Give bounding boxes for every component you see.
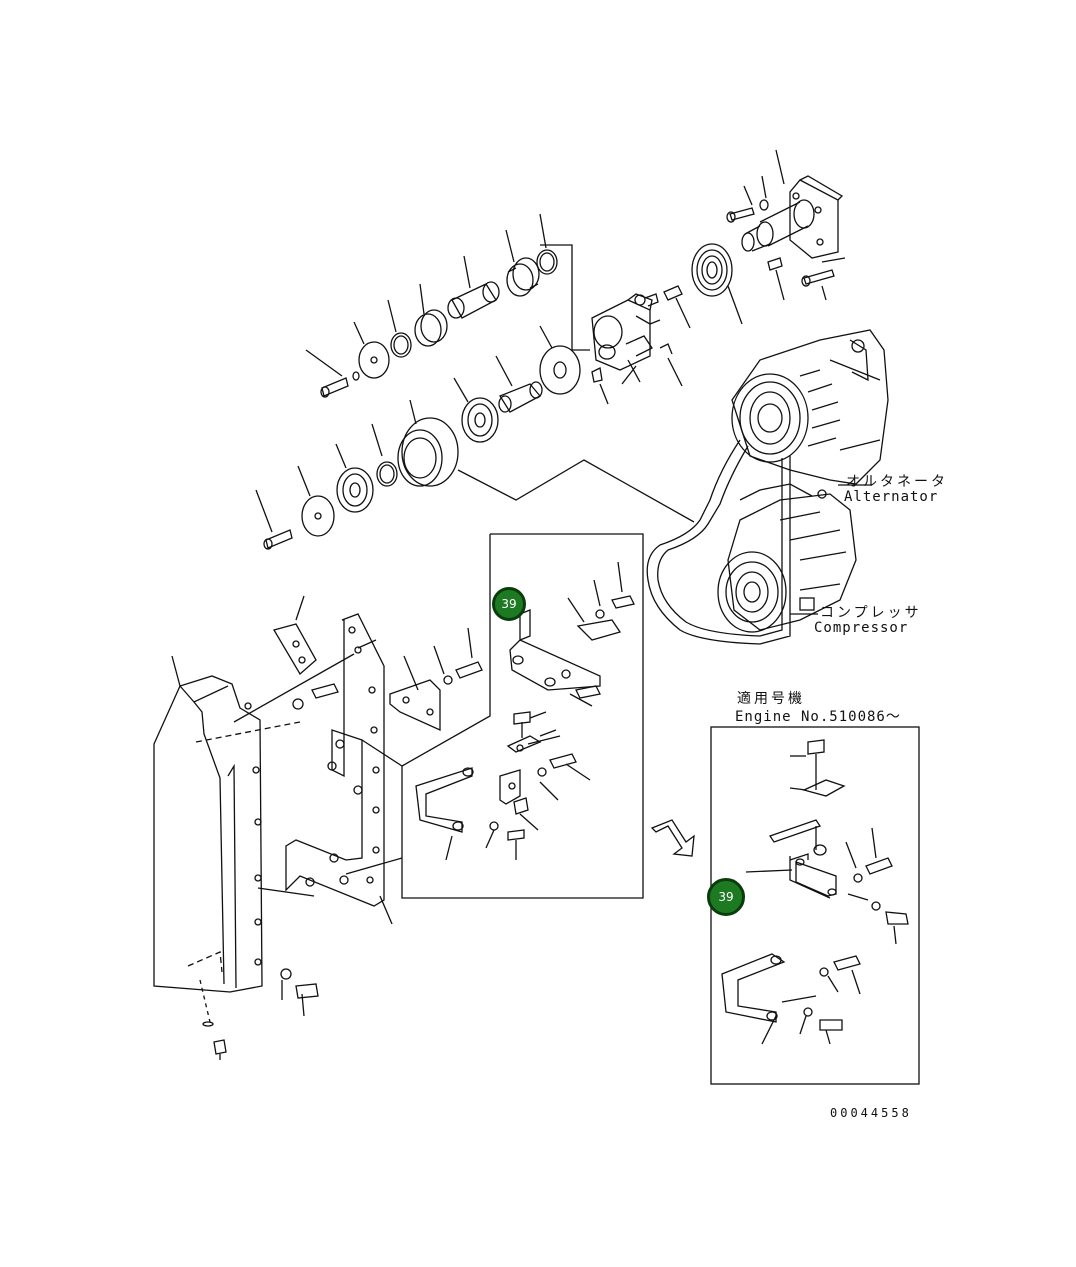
callout-leaders — [790, 484, 872, 615]
pin — [663, 285, 691, 329]
tensioner-arm — [540, 244, 683, 405]
applicable-label-jp: 適用号機 — [737, 691, 805, 707]
small-plate — [273, 595, 317, 676]
part-badge-39-inset[interactable]: 39 — [707, 878, 745, 916]
side-cover — [153, 655, 301, 1023]
clip-bolt — [506, 711, 557, 753]
tensioner-spring — [691, 243, 743, 325]
compressor — [717, 483, 857, 633]
bracket-group-frame — [401, 533, 644, 899]
compressor-label-jp: コンプレッサ — [820, 605, 922, 621]
cover-bolts — [202, 653, 355, 1060]
alternator-label: Alternator — [844, 489, 939, 505]
mount-bolts — [726, 175, 846, 301]
lower-bracket — [415, 735, 591, 861]
alternator — [731, 329, 889, 485]
drive-belt — [646, 439, 791, 645]
engine-number-label: Engine No.510086～ — [735, 709, 901, 725]
arrow-to-inset — [650, 819, 695, 857]
inset-parts — [721, 739, 909, 1045]
upper-bracket — [509, 561, 635, 707]
compressor-label: Compressor — [814, 620, 909, 636]
drawing-number: 00044558 — [830, 1106, 912, 1120]
mounting-bracket — [285, 613, 403, 925]
bushing-stack — [305, 213, 558, 398]
bracket-plate — [389, 627, 483, 732]
part-badge-39-main[interactable]: 39 — [492, 587, 526, 621]
idler-pulley-stack — [255, 325, 695, 550]
tensioner-mount-plate — [741, 149, 844, 259]
alternator-label-jp: オルタネータ — [846, 474, 948, 490]
